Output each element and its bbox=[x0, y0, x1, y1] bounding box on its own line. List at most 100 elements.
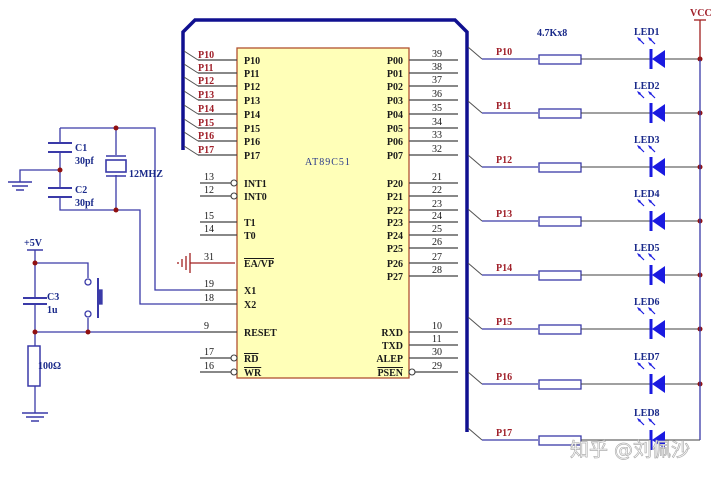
net-label: P10 bbox=[198, 50, 214, 61]
pin-label: X1 bbox=[244, 286, 256, 297]
pin-label: P00 bbox=[387, 56, 403, 67]
chip-body bbox=[236, 47, 410, 379]
led-label: LED1 bbox=[634, 27, 660, 38]
pin-label: P25 bbox=[387, 244, 403, 255]
ea-ground-icon bbox=[177, 253, 235, 273]
pin-label: P22 bbox=[387, 206, 403, 217]
chip-pin-left: X2 18 bbox=[200, 293, 256, 311]
net-label: P14 bbox=[496, 263, 512, 274]
pin-number: 13 bbox=[204, 172, 214, 183]
pin-number: 19 bbox=[204, 279, 214, 290]
resistor bbox=[538, 54, 582, 65]
junction bbox=[32, 329, 38, 335]
watermark: 知乎 @刘佩沙 bbox=[570, 439, 690, 461]
net-label: P14 bbox=[198, 104, 214, 115]
pin-label: P26 bbox=[387, 259, 403, 270]
pin-number: 15 bbox=[204, 211, 214, 222]
led-icon bbox=[637, 199, 665, 231]
pin-number: 35 bbox=[432, 103, 442, 114]
resistor-value: 100Ω bbox=[38, 361, 61, 372]
pin-label: P04 bbox=[387, 110, 403, 121]
pin-number: 18 bbox=[204, 293, 214, 304]
pin-label: X2 bbox=[244, 300, 256, 311]
chip-right-pins: P0039P0138P0237P0336P0435P0534P0633P0732… bbox=[376, 49, 458, 379]
reset-circuit bbox=[22, 249, 200, 422]
pin-number: 10 bbox=[432, 321, 442, 332]
led-label: LED2 bbox=[634, 81, 660, 92]
pin-label: T0 bbox=[244, 231, 256, 242]
pin-label: ALEP bbox=[376, 354, 403, 365]
pin-label: P16 bbox=[244, 137, 260, 148]
net-label: P17 bbox=[496, 428, 512, 439]
pin-number: 23 bbox=[432, 199, 442, 210]
pin-number: 30 bbox=[432, 347, 442, 358]
led-label: LED5 bbox=[634, 243, 660, 254]
led-icon bbox=[637, 362, 665, 394]
chip-pin-left: P10 bbox=[198, 56, 260, 67]
pin-number: 16 bbox=[204, 361, 214, 372]
pin-number: 17 bbox=[204, 347, 214, 358]
chip-pin-right: ALEP 30 bbox=[376, 347, 458, 365]
pin-number: 26 bbox=[432, 237, 442, 248]
led-icon bbox=[637, 145, 665, 177]
resistor bbox=[538, 324, 582, 335]
junction bbox=[113, 125, 119, 131]
chip-pin-left: P13 bbox=[198, 96, 260, 107]
pin-number: 32 bbox=[432, 144, 442, 155]
pin-label: P12 bbox=[244, 82, 260, 93]
pin-number: 11 bbox=[432, 334, 442, 345]
led-label: LED4 bbox=[634, 189, 660, 200]
led-icon bbox=[637, 418, 665, 450]
pin-number: 31 bbox=[204, 252, 214, 263]
chip-pin-right: P04 35 bbox=[387, 103, 458, 121]
led-icon bbox=[637, 253, 665, 285]
pin-number: 22 bbox=[432, 185, 442, 196]
pin-number: 28 bbox=[432, 265, 442, 276]
pin-label: P21 bbox=[387, 192, 403, 203]
pin-label: P27 bbox=[387, 272, 403, 283]
bus-tap-left: P13 bbox=[183, 90, 214, 101]
chip-pin-left: P12 bbox=[198, 82, 260, 93]
led-label: LED6 bbox=[634, 297, 660, 308]
pin-label: RD bbox=[244, 354, 258, 365]
pin-label: P07 bbox=[387, 151, 403, 162]
bus-tap-left: P11 bbox=[183, 63, 214, 74]
chip-pin-left: P17 bbox=[198, 151, 260, 162]
net-label: P16 bbox=[198, 131, 214, 142]
c2-ref: C2 bbox=[75, 185, 87, 196]
net-label: P16 bbox=[496, 372, 512, 383]
junction bbox=[85, 329, 91, 335]
pin-label: P02 bbox=[387, 82, 403, 93]
bus-tap-left: P15 bbox=[183, 118, 214, 129]
pin-number: 14 bbox=[204, 224, 214, 235]
data-bus bbox=[181, 18, 469, 432]
pin-number: 38 bbox=[432, 62, 442, 73]
net-label: P15 bbox=[198, 118, 214, 129]
pin-label: P03 bbox=[387, 96, 403, 107]
led-row: P14 LED5 bbox=[467, 243, 703, 285]
pin-label: P11 bbox=[244, 69, 260, 80]
net-label: P13 bbox=[496, 209, 512, 220]
chip-left-pins: P10P11P12P13P14P15P16P17INT113INT012T115… bbox=[198, 56, 277, 379]
pin-label: P10 bbox=[244, 56, 260, 67]
led-icon bbox=[637, 37, 665, 69]
c3-ref: C3 bbox=[47, 292, 59, 303]
bus-tap-left: P17 bbox=[183, 145, 214, 156]
pin-label: INT0 bbox=[244, 192, 267, 203]
pin-label: TXD bbox=[382, 341, 403, 352]
bus-tap-left: P16 bbox=[183, 131, 214, 142]
chip-pin-right: P21 22 bbox=[387, 185, 458, 203]
pin-label: P23 bbox=[387, 218, 403, 229]
vcc-rail bbox=[694, 19, 706, 440]
